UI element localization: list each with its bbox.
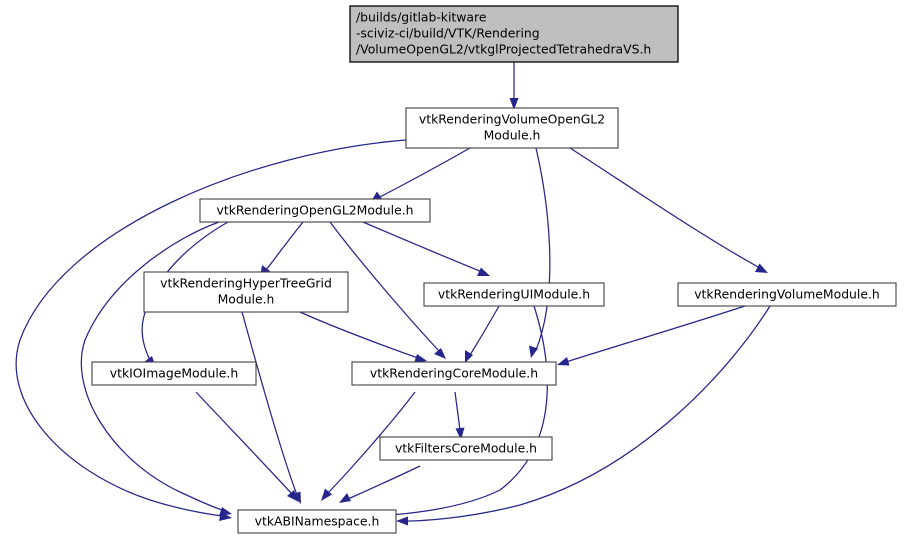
node-vtkrenderingopengl2module-box[interactable] xyxy=(199,198,431,223)
node-vtkrenderingcoremodule[interactable]: vtkRenderingCoreModule.h xyxy=(351,361,557,386)
node-vtkrenderinghypertreegridmodule-label-line2: Module.h xyxy=(218,292,275,307)
node-vtkioimagemodule-box[interactable] xyxy=(91,361,257,386)
arrow-renderingcore-to-filterscore xyxy=(455,427,465,440)
node-vtkrenderingopengl2module[interactable]: vtkRenderingOpenGL2Module.h xyxy=(199,198,431,223)
arrow-ui-to-renderingcore xyxy=(465,350,473,363)
node-vtkrenderingcoremodule-box[interactable] xyxy=(351,361,557,386)
node-vtkrenderinghypertreegridmodule-box[interactable] xyxy=(143,271,349,313)
arrow-opengl2-to-abinamespace xyxy=(219,507,232,516)
arrow-volume-opengl2-to-renderingcore xyxy=(529,345,538,358)
edge-opengl2-to-hypertreegrid xyxy=(265,221,304,271)
node-vtkrenderingvolumemodule-box[interactable] xyxy=(677,282,897,307)
node-layer: /builds/gitlab-kitware -sciviz-ci/build/… xyxy=(91,5,897,534)
node-vtkrenderinguimodule[interactable]: vtkRenderingUIModule.h xyxy=(423,282,605,307)
arrow-renderingcore-to-abinamespace xyxy=(321,488,332,501)
edge-opengl2-to-renderingcore xyxy=(329,221,441,353)
arrow-volume-to-renderingcore xyxy=(557,357,570,366)
edge-filterscore-to-abinamespace xyxy=(347,465,421,500)
node-vtkioimagemodule-label: vtkIOImageModule.h xyxy=(110,366,238,381)
arrow-root-to-volume-opengl2 xyxy=(509,98,519,110)
arrow-filterscore-to-abinamespace xyxy=(339,493,351,503)
node-root-label-line3: /VolumeOpenGL2/vtkglProjectedTetrahedraV… xyxy=(356,42,651,57)
arrow-ioimage-to-abinamespace xyxy=(287,490,299,502)
edge-hypertreegrid-to-renderingcore xyxy=(299,311,419,359)
edge-volume-to-renderingcore xyxy=(565,305,746,363)
node-vtkfilterscoremodule-box[interactable] xyxy=(379,436,553,461)
node-vtkrenderingvolumeopengl2module-label-line2: Module.h xyxy=(484,128,541,143)
node-root-box[interactable] xyxy=(349,5,679,63)
node-vtkrenderingvolumeopengl2module-label-line1: vtkRenderingVolumeOpenGL2 xyxy=(419,112,605,127)
arrow-hypertreegrid-to-renderingcore xyxy=(414,354,427,363)
node-vtkrenderingvolumemodule-label: vtkRenderingVolumeModule.h xyxy=(694,287,880,302)
arrow-volume-to-abinamespace xyxy=(396,516,408,526)
edge-volume-to-abinamespace xyxy=(405,305,771,522)
node-vtkabinamespace-box[interactable] xyxy=(237,509,397,534)
edge-renderingcore-to-abinamespace xyxy=(327,391,416,494)
node-vtkrenderinguimodule-box[interactable] xyxy=(423,282,605,307)
node-vtkrenderingopengl2module-label: vtkRenderingOpenGL2Module.h xyxy=(217,203,414,218)
node-vtkabinamespace-label: vtkABINamespace.h xyxy=(255,514,380,529)
edge-renderingcore-to-filterscore xyxy=(454,391,461,431)
edge-opengl2-to-abinamespace xyxy=(80,221,223,511)
node-vtkrenderingvolumemodule[interactable]: vtkRenderingVolumeModule.h xyxy=(677,282,897,307)
node-root[interactable]: /builds/gitlab-kitware -sciviz-ci/build/… xyxy=(349,5,679,63)
arrow-opengl2-to-renderingcore xyxy=(434,348,446,359)
node-root-label-line2: -sciviz-ci/build/VTK/Rendering xyxy=(356,26,540,41)
node-vtkabinamespace[interactable]: vtkABINamespace.h xyxy=(237,509,397,534)
node-vtkfilterscoremodule-label: vtkFiltersCoreModule.h xyxy=(395,441,537,456)
edge-volume-opengl2-to-abinamespace xyxy=(15,139,407,517)
node-vtkrenderinghypertreegridmodule-label-line1: vtkRenderingHyperTreeGrid xyxy=(160,276,332,291)
edge-ioimage-to-abinamespace xyxy=(195,391,293,495)
edge-hypertreegrid-to-abinamespace xyxy=(241,311,298,496)
node-vtkfilterscoremodule[interactable]: vtkFiltersCoreModule.h xyxy=(379,436,553,461)
node-vtkioimagemodule[interactable]: vtkIOImageModule.h xyxy=(91,361,257,386)
node-vtkrenderingvolumeopengl2module-box[interactable] xyxy=(405,107,619,149)
edge-volume-opengl2-to-renderingcore xyxy=(535,147,551,351)
node-vtkrenderingcoremodule-label: vtkRenderingCoreModule.h xyxy=(370,366,538,381)
node-vtkrenderinguimodule-label: vtkRenderingUIModule.h xyxy=(438,287,590,302)
edge-volume-opengl2-to-opengl2 xyxy=(377,147,471,199)
edge-ui-to-abinamespace xyxy=(339,305,548,519)
node-vtkrenderinghypertreegridmodule[interactable]: vtkRenderingHyperTreeGrid Module.h xyxy=(143,271,349,313)
node-root-label-line1: /builds/gitlab-kitware xyxy=(356,10,486,25)
arrow-volume-opengl2-to-volume xyxy=(755,263,768,273)
edge-opengl2-to-ui xyxy=(362,221,483,273)
edge-ui-to-renderingcore xyxy=(469,305,500,356)
node-vtkrenderingvolumeopengl2module[interactable]: vtkRenderingVolumeOpenGL2 Module.h xyxy=(405,107,619,149)
edge-volume-opengl2-to-volume xyxy=(569,147,761,269)
arrow-opengl2-to-ui xyxy=(477,267,490,276)
